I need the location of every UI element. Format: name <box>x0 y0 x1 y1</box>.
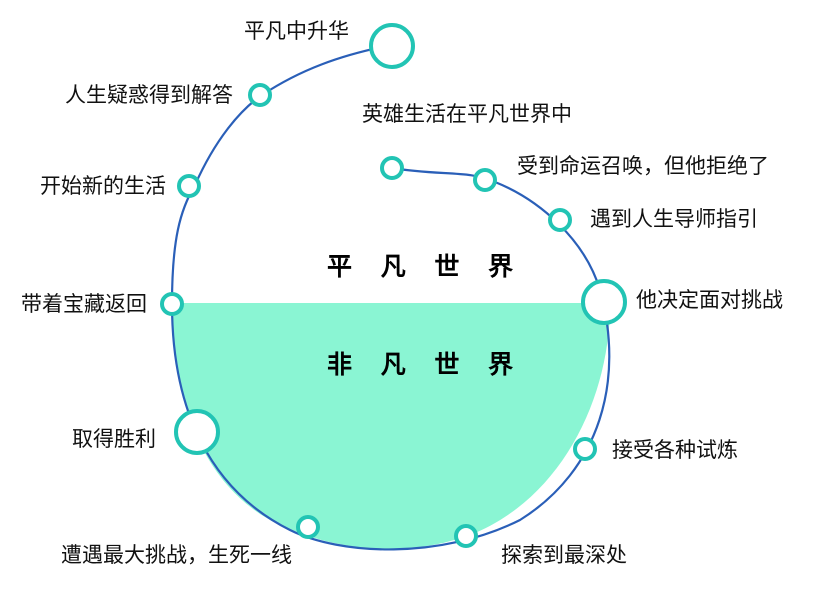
stage-node-s12[interactable] <box>369 23 415 69</box>
stage-label-s2: 受到命运召唤，但他拒绝了 <box>517 154 769 178</box>
stage-node-s1[interactable] <box>380 156 404 180</box>
stage-label-s10: 开始新的生活 <box>40 174 166 198</box>
stage-label-s9: 带着宝藏返回 <box>21 292 147 316</box>
stage-node-s7[interactable] <box>296 515 320 539</box>
stage-node-s8[interactable] <box>174 409 220 455</box>
special-world-area <box>172 304 610 549</box>
stage-label-s1: 英雄生活在平凡世界中 <box>362 102 572 126</box>
stage-node-s6[interactable] <box>454 524 478 548</box>
stage-label-s8: 取得胜利 <box>72 427 156 451</box>
stage-label-s4: 他决定面对挑战 <box>636 288 783 312</box>
stage-node-s2[interactable] <box>473 168 497 192</box>
stage-node-s11[interactable] <box>248 83 272 107</box>
stage-node-s3[interactable] <box>548 208 572 232</box>
stage-label-s12: 平凡中升华 <box>244 19 349 43</box>
stage-node-s9[interactable] <box>160 292 184 316</box>
stage-markers <box>160 23 627 548</box>
stage-node-s10[interactable] <box>177 174 201 198</box>
stage-label-s6: 探索到最深处 <box>501 543 627 567</box>
stage-node-s5[interactable] <box>573 437 597 461</box>
special-world-title: 非 凡 世 界 <box>327 350 524 379</box>
stage-label-s11: 人生疑惑得到解答 <box>65 83 233 107</box>
ordinary-world-title: 平 凡 世 界 <box>327 252 524 281</box>
stage-node-s4[interactable] <box>581 279 627 325</box>
stage-label-s7: 遭遇最大挑战，生死一线 <box>61 543 292 567</box>
stage-label-s3: 遇到人生导师指引 <box>590 207 758 231</box>
stage-label-s5: 接受各种试炼 <box>612 438 738 462</box>
